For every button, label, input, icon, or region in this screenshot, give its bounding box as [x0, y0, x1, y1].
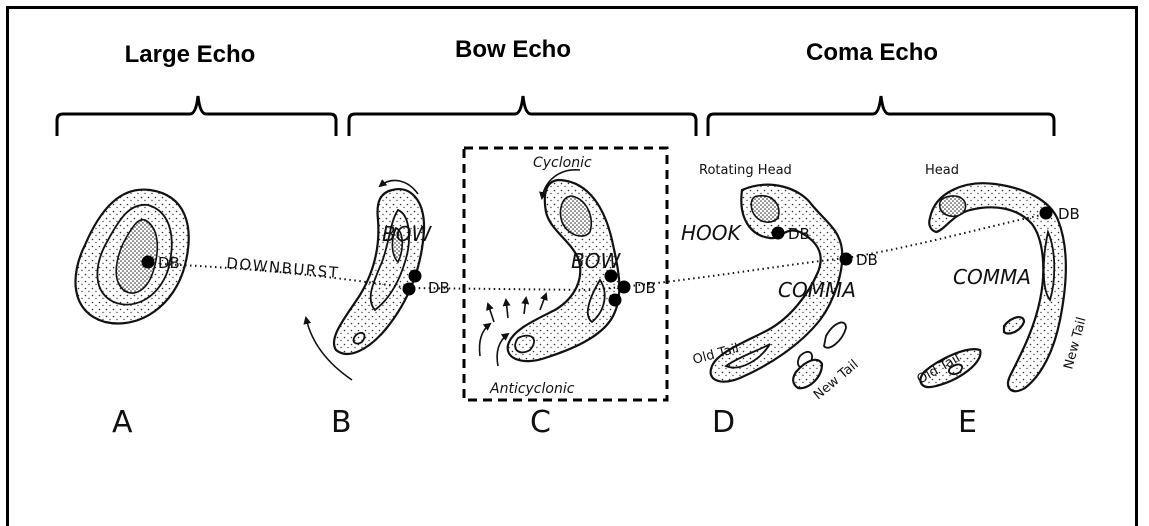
comma-label-e: COMMA: [953, 265, 1031, 289]
db-label-c: DB: [634, 279, 656, 297]
bow-label-b: BOW: [382, 222, 432, 246]
downburst-dot-b1: [408, 269, 422, 283]
header-large-echo: Large Echo: [125, 41, 256, 68]
downburst-dot-d1: [771, 226, 785, 240]
downburst-dot-d2: [839, 252, 853, 266]
echo-evolution-diagram: Large Echo Bow Echo Coma Echo: [55, 36, 1090, 440]
downburst-dot-c2: [617, 280, 631, 294]
downburst-dot-b2: [402, 282, 416, 296]
head-label: Head: [925, 163, 959, 178]
figure-frame: [6, 6, 1138, 526]
panel-e-coma-echo: [919, 182, 1067, 393]
comma-label-d: COMMA: [778, 278, 856, 302]
downburst-dot-a: [141, 255, 155, 269]
anticyclonic-label: Anticyclonic: [489, 381, 575, 397]
panel-letter-c: C: [530, 405, 551, 440]
brace-large-echo: [55, 95, 338, 136]
db-label-e: DB: [1058, 205, 1080, 223]
downburst-dot-e: [1039, 206, 1053, 220]
panel-letter-b: B: [331, 405, 352, 440]
db-label-a: DB: [158, 254, 180, 272]
header-coma-echo: Coma Echo: [806, 39, 938, 66]
brace-bow-echo: [347, 95, 698, 136]
panel-d-coma-echo: [709, 183, 847, 390]
panel-letter-d: D: [712, 405, 735, 440]
downburst-dot-c1: [604, 269, 618, 283]
new-tail-label-e: New Tail: [1061, 316, 1089, 372]
downburst-label: DOWNBURST: [226, 254, 340, 282]
panel-c-bow-echo: [478, 169, 621, 367]
panel-letter-a: A: [112, 405, 133, 440]
panel-b-bow-echo: [303, 179, 426, 381]
rotating-head-label: Rotating Head: [699, 163, 792, 178]
db-label-d2: DB: [856, 251, 878, 269]
cyclonic-label: Cyclonic: [533, 155, 592, 171]
brace-coma-echo: [706, 95, 1056, 136]
header-bow-echo: Bow Echo: [455, 36, 571, 63]
downburst-track: [159, 213, 1047, 292]
bow-label-c: BOW: [571, 249, 621, 273]
db-label-b: DB: [428, 279, 450, 297]
db-label-d1: DB: [788, 225, 810, 243]
panel-a-large-echo: [74, 188, 190, 325]
panel-letter-e: E: [958, 405, 977, 440]
downburst-dot-c3: [608, 293, 622, 307]
hook-label: HOOK: [681, 221, 743, 245]
panel-c-highlight-box: [462, 146, 669, 402]
